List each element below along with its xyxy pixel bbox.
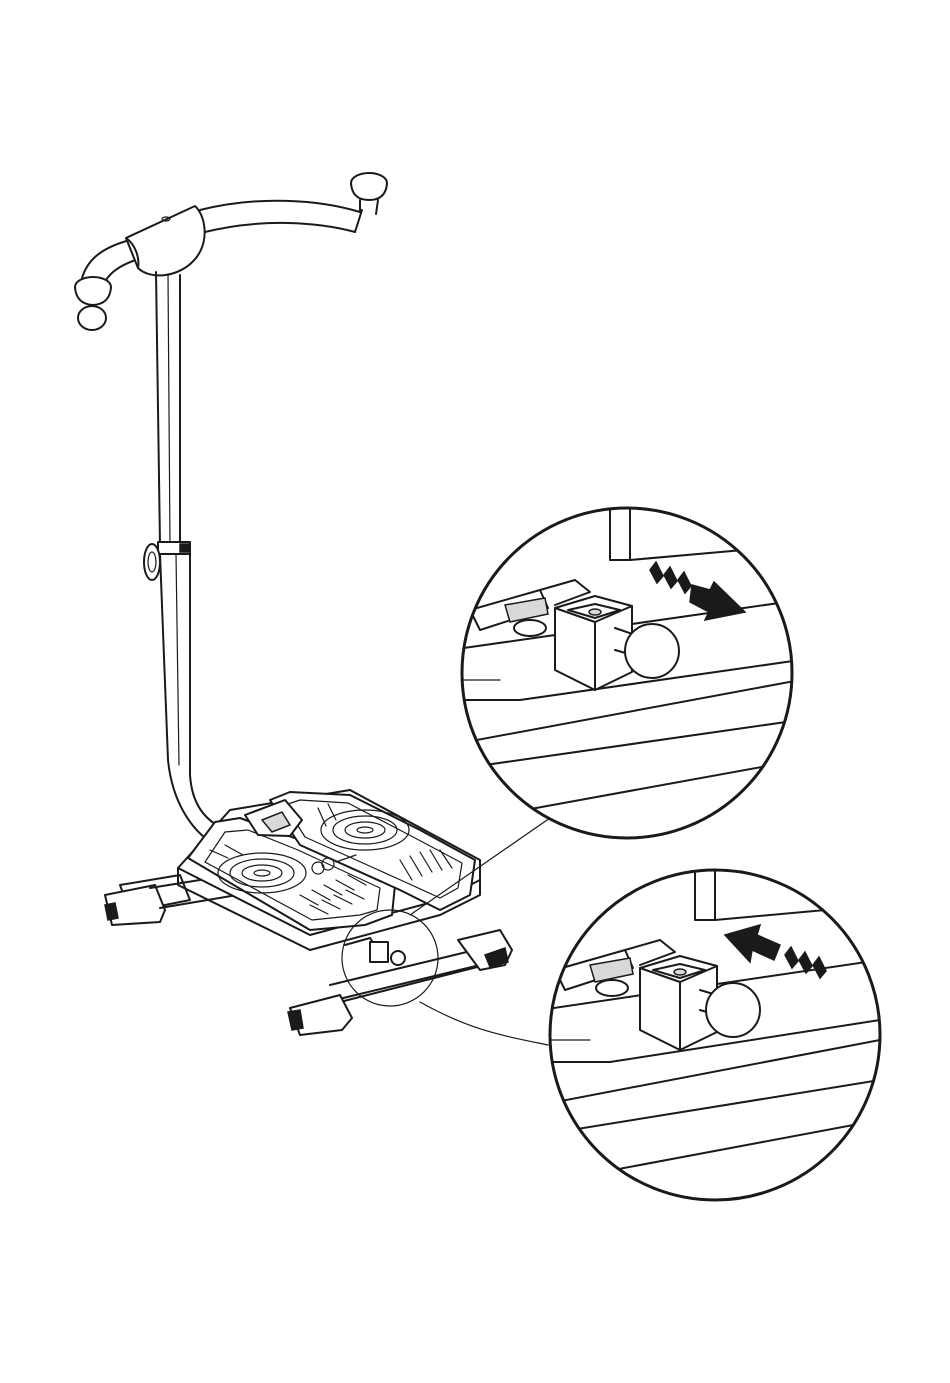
detail-bottom bbox=[540, 870, 880, 1200]
upright-post bbox=[144, 272, 225, 845]
detail-top bbox=[450, 508, 800, 838]
pull-pin-knob-bottom bbox=[706, 983, 760, 1037]
adjustment-knob bbox=[144, 544, 160, 580]
handlebar bbox=[75, 173, 387, 330]
pull-pin-knob-top bbox=[625, 624, 679, 678]
arrow-pull-out bbox=[650, 562, 745, 620]
rear-foot bbox=[288, 930, 512, 1035]
resistance-mechanism bbox=[345, 938, 405, 965]
stepper-platform bbox=[178, 790, 480, 950]
leader-line-bottom bbox=[420, 1002, 548, 1045]
